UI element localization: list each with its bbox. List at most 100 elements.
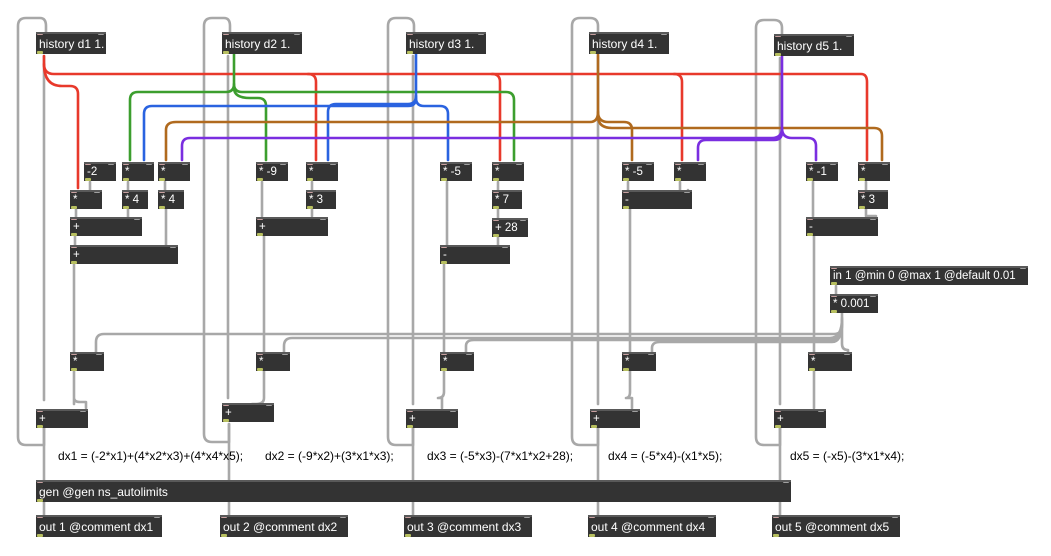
times-dt-object[interactable]: * 0.001 (830, 294, 878, 313)
inlet-port[interactable] (71, 192, 77, 193)
out-2-object[interactable]: out 2 @comment dx2 (220, 515, 348, 537)
scale-multiply-object[interactable]: * (256, 352, 290, 371)
inlet-port[interactable] (809, 354, 815, 355)
outlet-port[interactable] (809, 368, 815, 371)
times-minus1-object[interactable]: * -1 (806, 162, 838, 181)
add-object[interactable]: + (70, 217, 142, 236)
inlet-port[interactable] (846, 36, 852, 37)
accumulate-add-object[interactable]: + (774, 409, 826, 428)
inlet-port[interactable] (648, 354, 654, 355)
inlet-port[interactable] (257, 164, 263, 165)
inlet-port[interactable] (37, 411, 43, 412)
times-minus9-object[interactable]: * -9 (256, 162, 288, 181)
inlet-port[interactable] (441, 354, 447, 355)
out-4-object[interactable]: out 4 @comment dx4 (588, 515, 716, 537)
inlet-port[interactable] (502, 247, 508, 248)
outlet-port[interactable] (831, 310, 837, 313)
outlet-port[interactable] (859, 206, 865, 209)
inlet-port[interactable] (159, 164, 165, 165)
inlet-port[interactable] (524, 517, 530, 518)
outlet-port[interactable] (441, 368, 447, 371)
accumulate-add-object[interactable]: + (590, 409, 640, 428)
inlet-port[interactable] (830, 164, 836, 165)
outlet-port[interactable] (257, 178, 263, 181)
inlet-port[interactable] (493, 164, 499, 165)
outlet-port[interactable] (37, 534, 43, 537)
inlet-port[interactable] (646, 164, 652, 165)
inlet-port[interactable] (589, 517, 595, 518)
outlet-port[interactable] (123, 206, 129, 209)
outlet-port[interactable] (441, 178, 447, 181)
add-object[interactable]: + (256, 217, 328, 236)
outlet-port[interactable] (441, 261, 447, 264)
inlet-port[interactable] (182, 164, 188, 165)
inlet-port[interactable] (783, 482, 789, 483)
outlet-port[interactable] (493, 178, 499, 181)
inlet-port[interactable] (405, 517, 411, 518)
inlet-port[interactable] (493, 192, 499, 193)
const-minus2-object[interactable]: -2 (84, 162, 116, 181)
history-d2-object[interactable]: history d2 1. (222, 32, 302, 54)
inlet-port[interactable] (134, 219, 140, 220)
outlet-port[interactable] (589, 534, 595, 537)
subtract-object[interactable]: - (440, 245, 510, 264)
accumulate-add-object[interactable]: + (406, 409, 458, 428)
history-d5-object[interactable]: history d5 1. (774, 34, 854, 56)
outlet-port[interactable] (775, 53, 781, 56)
inlet-port[interactable] (71, 354, 77, 355)
times-3-object[interactable]: * 3 (306, 190, 336, 209)
inlet-port[interactable] (892, 517, 898, 518)
inlet-port[interactable] (94, 192, 100, 193)
outlet-port[interactable] (221, 534, 227, 537)
inlet-port[interactable] (623, 192, 629, 193)
inlet-port[interactable] (223, 405, 229, 406)
inlet-port[interactable] (831, 268, 837, 269)
inlet-port[interactable] (37, 34, 43, 35)
inlet-port[interactable] (266, 405, 272, 406)
history-d3-object[interactable]: history d3 1. (406, 32, 486, 54)
inlet-port[interactable] (159, 192, 165, 193)
inlet-port[interactable] (478, 34, 484, 35)
subtract-object[interactable]: - (622, 190, 692, 209)
times-4-object[interactable]: * 4 (158, 190, 184, 209)
outlet-port[interactable] (123, 178, 129, 181)
inlet-port[interactable] (870, 219, 876, 220)
outlet-port[interactable] (807, 233, 813, 236)
outlet-port[interactable] (159, 206, 165, 209)
outlet-port[interactable] (223, 51, 229, 54)
outlet-port[interactable] (623, 206, 629, 209)
inlet-port[interactable] (80, 411, 86, 412)
history-d4-object[interactable]: history d4 1. (589, 32, 669, 54)
outlet-port[interactable] (807, 178, 813, 181)
scale-multiply-object[interactable]: * (808, 352, 852, 371)
outlet-port[interactable] (859, 178, 865, 181)
inlet-port[interactable] (623, 354, 629, 355)
inlet-port[interactable] (280, 164, 286, 165)
history-d1-object[interactable]: history d1 1. (36, 32, 106, 54)
inlet-port[interactable] (818, 411, 824, 412)
outlet-port[interactable] (407, 51, 413, 54)
scale-multiply-object[interactable]: * (70, 352, 104, 371)
inlet-port[interactable] (340, 517, 346, 518)
multiply-object[interactable]: * (306, 162, 338, 181)
inlet-port[interactable] (257, 354, 263, 355)
inlet-port[interactable] (407, 34, 413, 35)
in-param-object[interactable]: in 1 @min 0 @max 1 @default 0.01 (830, 266, 1028, 285)
times-7-object[interactable]: * 7 (492, 190, 522, 209)
inlet-port[interactable] (441, 164, 447, 165)
inlet-port[interactable] (493, 220, 499, 221)
multiply-object[interactable]: * (858, 162, 890, 181)
inlet-port[interactable] (221, 517, 227, 518)
inlet-port[interactable] (775, 411, 781, 412)
multiply-object[interactable]: * (492, 162, 524, 181)
inlet-port[interactable] (96, 354, 102, 355)
inlet-port[interactable] (464, 164, 470, 165)
scale-multiply-object[interactable]: * (440, 352, 474, 371)
inlet-port[interactable] (775, 36, 781, 37)
inlet-port[interactable] (590, 34, 596, 35)
outlet-port[interactable] (493, 234, 499, 237)
inlet-port[interactable] (870, 296, 876, 297)
inlet-port[interactable] (307, 192, 313, 193)
inlet-port[interactable] (71, 247, 77, 248)
inlet-port[interactable] (859, 164, 865, 165)
